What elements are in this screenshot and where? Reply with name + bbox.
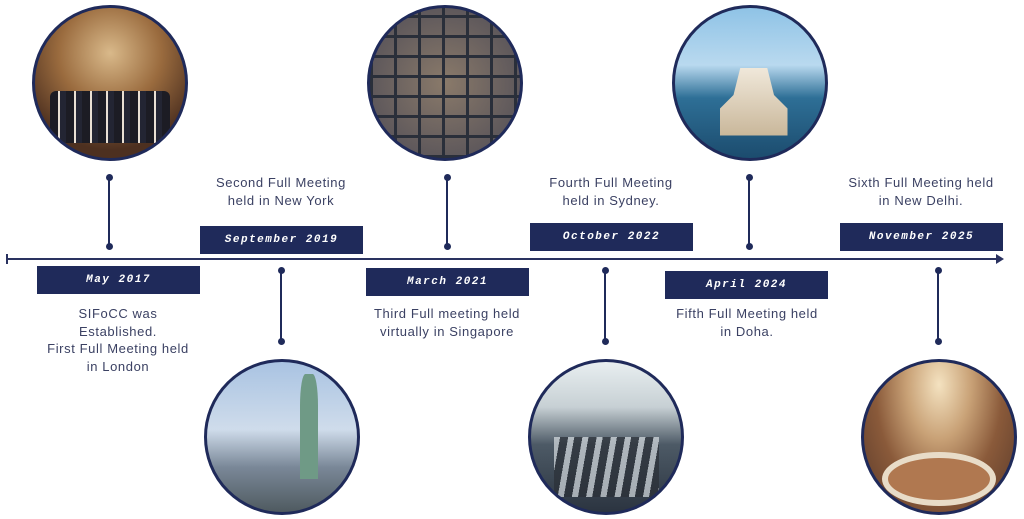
event-description-3: Third Full meeting held virtually in Sin… [352, 305, 542, 340]
connector-6 [934, 267, 942, 345]
desc-line: SIFoCC was [78, 306, 158, 321]
event-description-5: Fifth Full Meeting held in Doha. [652, 305, 842, 340]
desc-line: held in Sydney. [562, 192, 660, 208]
photo-sydney [528, 359, 684, 515]
desc-line: Second Full Meeting [216, 175, 346, 190]
desc-line: Sixth Full Meeting held [848, 175, 994, 190]
connector-2 [277, 267, 285, 345]
arrow-right-icon [996, 254, 1004, 264]
desc-line: virtually in Singapore [380, 323, 514, 339]
photo-virtual-meeting [367, 5, 523, 161]
date-label-april-2024: April 2024 [665, 271, 828, 299]
desc-line: Fourth Full Meeting [549, 175, 673, 190]
connector-5 [745, 174, 753, 250]
desc-line: Established. [78, 323, 158, 339]
connector-3 [443, 174, 451, 250]
desc-line: in New Delhi. [878, 192, 964, 208]
photo-doha [672, 5, 828, 161]
connector-1 [105, 174, 113, 250]
date-label-october-2022: October 2022 [530, 223, 693, 251]
photo-new-delhi [861, 359, 1017, 515]
event-description-2: Second Full Meeting held in New York [186, 174, 376, 209]
connector-4 [601, 267, 609, 345]
event-description-1: SIFoCC was Established. First Full Meeti… [23, 305, 213, 375]
desc-line: in Doha. [720, 323, 774, 339]
date-label-september-2019: September 2019 [200, 226, 363, 254]
event-description-6: Sixth Full Meeting held in New Delhi. [826, 174, 1016, 209]
date-label-march-2021: March 2021 [366, 268, 529, 296]
event-description-4: Fourth Full Meeting held in Sydney. [516, 174, 706, 209]
desc-line: held in New York [227, 192, 335, 208]
photo-london [32, 5, 188, 161]
desc-line: Third Full meeting held [373, 306, 521, 321]
photo-new-york [204, 359, 360, 515]
axis-start-tick [6, 254, 8, 264]
timeline-axis [7, 258, 1001, 260]
desc-line: in London [86, 358, 150, 374]
desc-line: First Full Meeting held [47, 341, 189, 356]
date-label-november-2025: November 2025 [840, 223, 1003, 251]
desc-line: Fifth Full Meeting held [676, 306, 818, 321]
date-label-may-2017: May 2017 [37, 266, 200, 294]
